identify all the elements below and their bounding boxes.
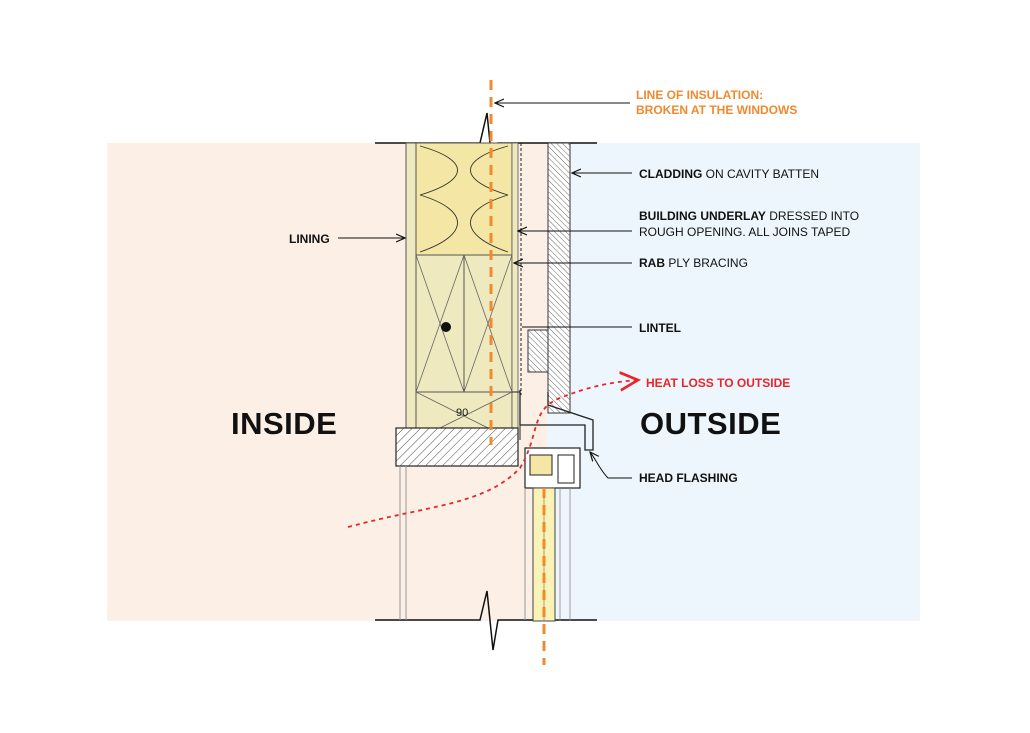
cladding-label-rest: ON CAVITY BATTEN [702,167,820,181]
lintel-bolt [441,322,451,332]
insulation-line-label-1: LINE OF INSULATION: [636,88,764,102]
rab-ply-bracing [511,142,519,441]
head-flashing-label: HEAD FLASHING [639,470,738,486]
underlay-label-rest: DRESSED INTO [765,209,860,223]
lining-label-text: LINING [289,232,330,246]
cladding-label-bold: CLADDING [639,167,703,181]
insulation-loops [419,145,509,253]
bottom-break-line [375,590,597,651]
underlay-label-bold: BUILDING UNDERLAY [639,209,766,223]
underlay-label-line2: ROUGH OPENING. ALL JOINS TAPED [639,225,851,239]
lintel-label-text: LINTEL [639,321,681,335]
rab-label: RAB PLY BRACING [639,255,748,271]
heat-loss-arrow [347,380,638,528]
lintel-label: LINTEL [639,320,681,336]
lining-label: LINING [289,231,330,247]
cladding-label: CLADDING ON CAVITY BATTEN [639,166,819,182]
insulation-batts [415,142,513,256]
lintel-cross-lines [415,254,513,393]
heat-loss-label: HEAT LOSS TO OUTSIDE [646,376,791,390]
outside-label: OUTSIDE [640,406,782,441]
leader-lines [338,103,632,479]
insulation-line-label-2: BROKEN AT THE WINDOWS [636,103,798,117]
lining-board [405,142,417,441]
underlay-label: BUILDING UNDERLAY DRESSED INTO [639,208,859,224]
head-flashing-label-text: HEAD FLASHING [639,471,738,485]
dimension-label: 90 [456,407,469,419]
rab-label-bold: RAB [639,256,665,270]
rab-label-rest: PLY BRACING [665,256,748,270]
inside-label: INSIDE [231,406,338,441]
head-flashing [519,390,594,451]
outside-zone [547,143,920,621]
